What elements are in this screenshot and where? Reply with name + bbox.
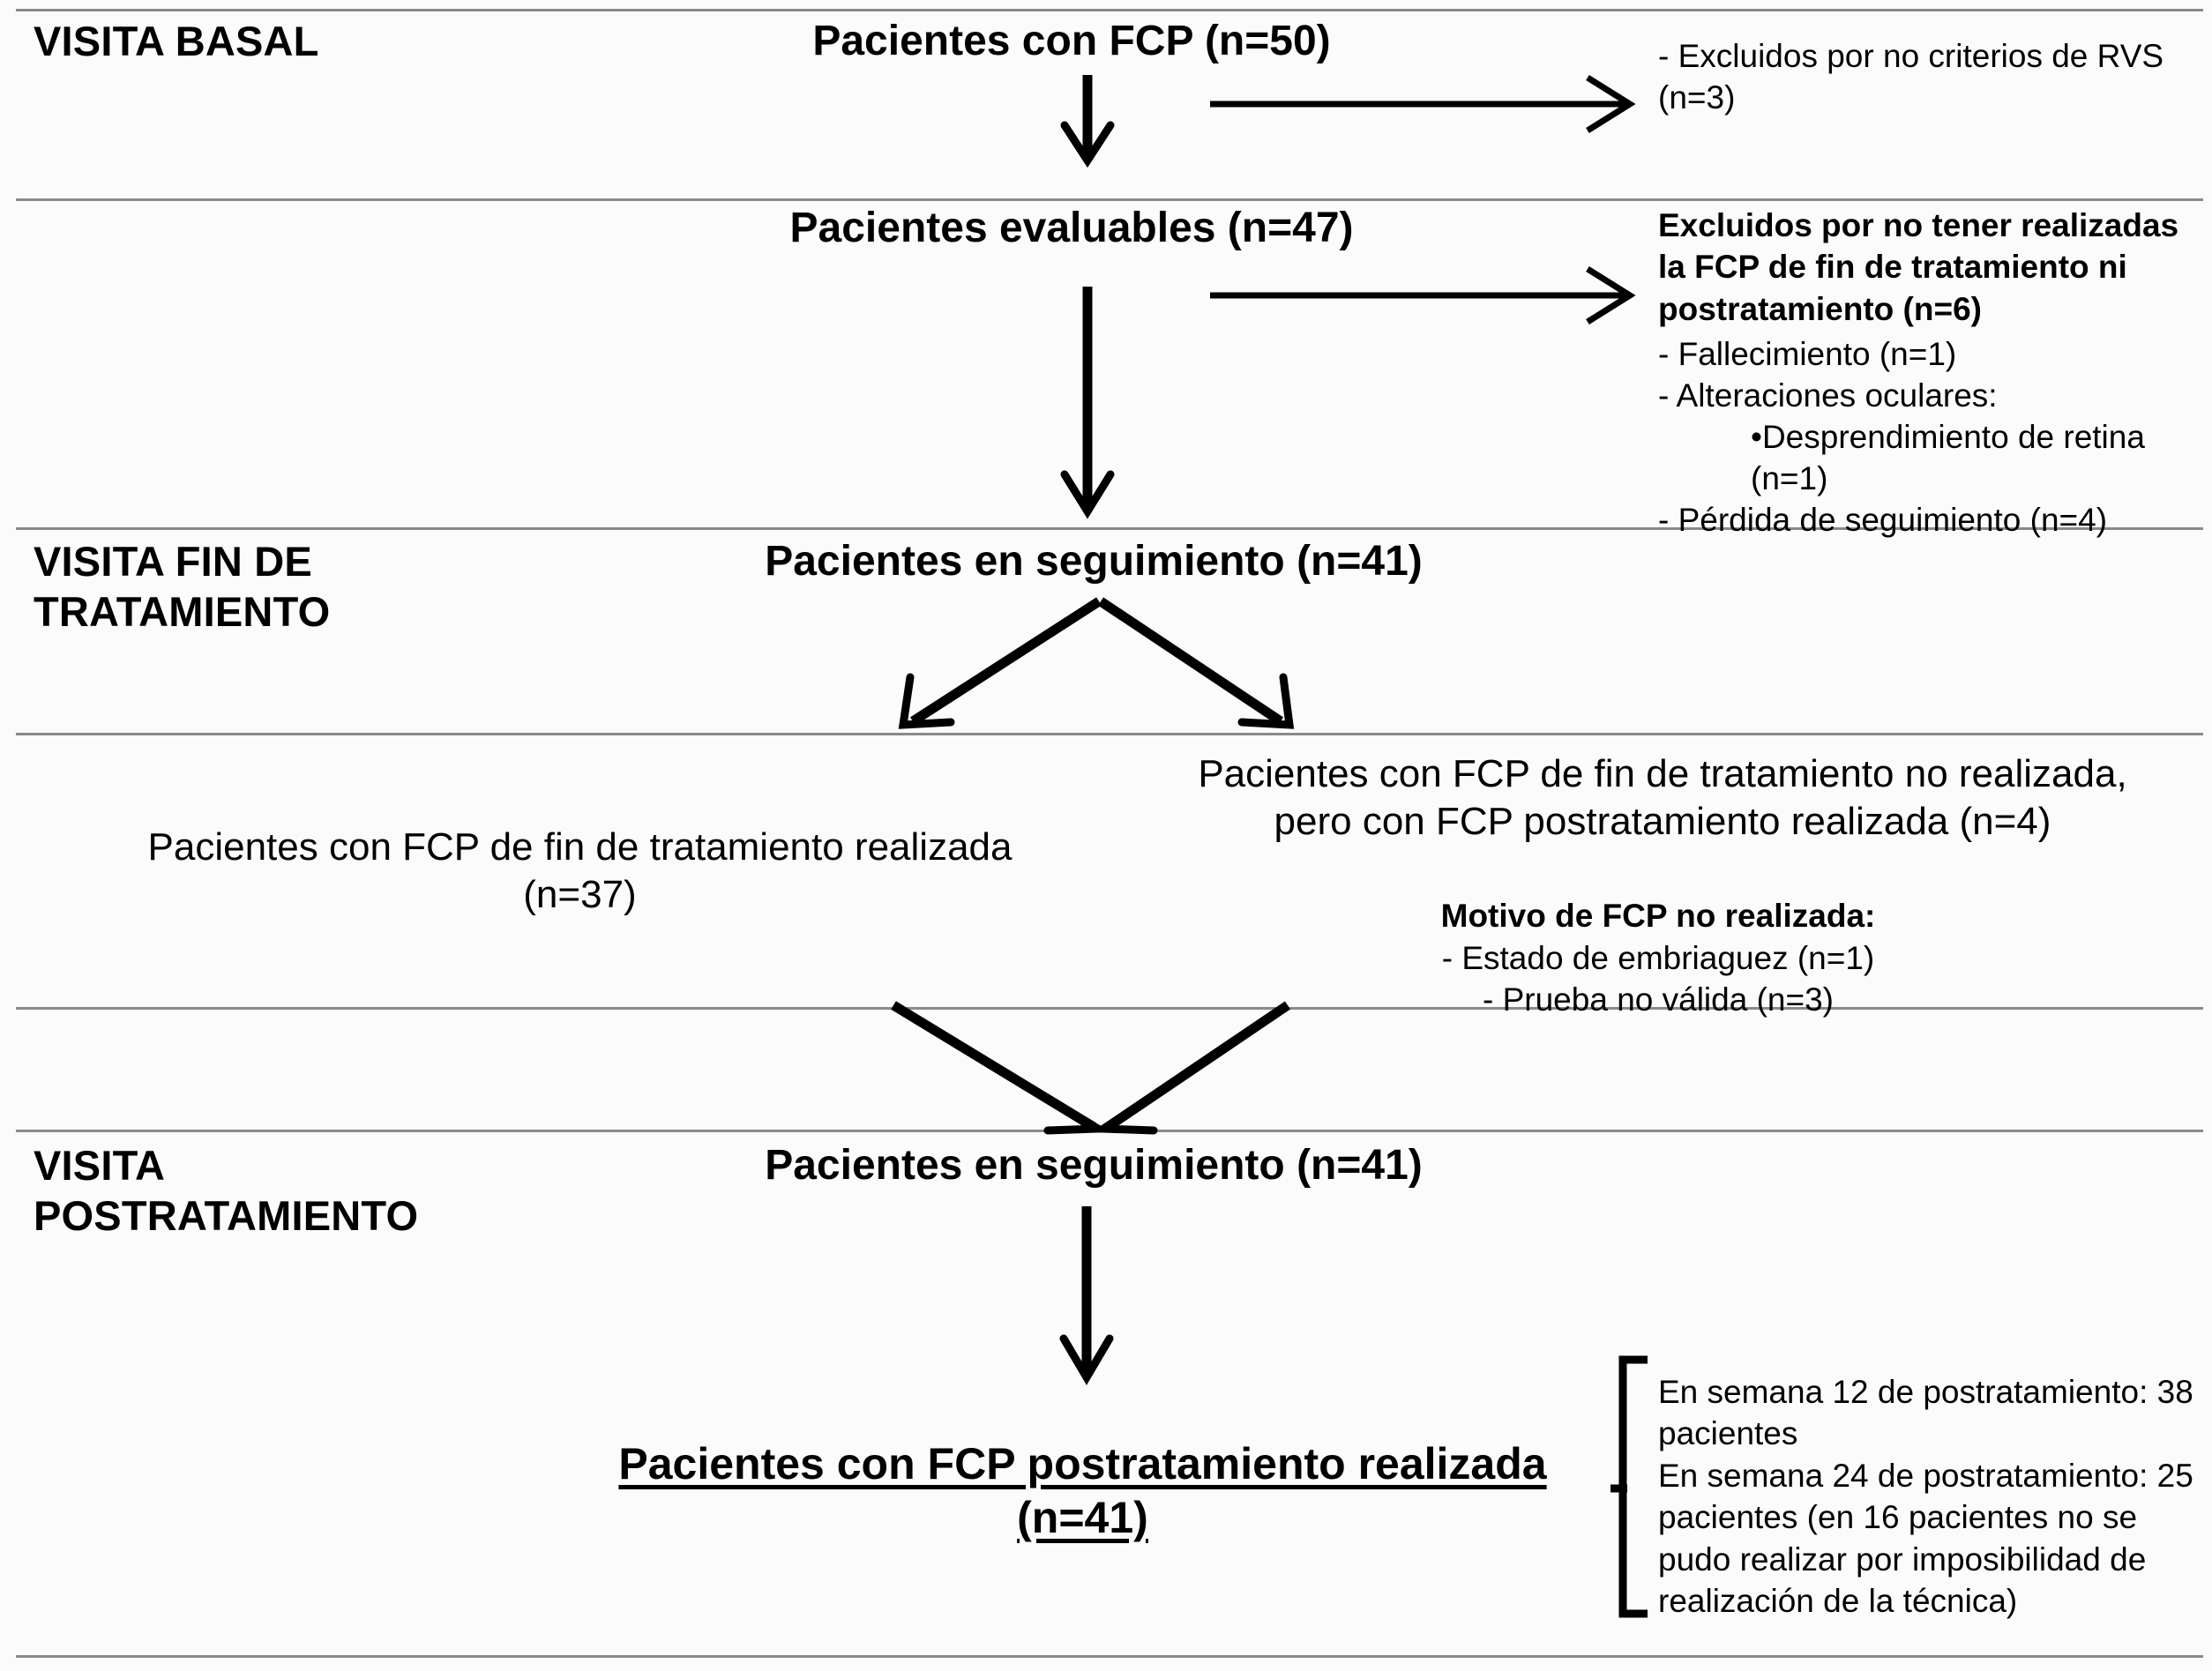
arrow-down-postratamiento <box>1059 1206 1114 1385</box>
note-motivo-item-prueba-no-valida: - Prueba no válida (n=3) <box>1483 981 1834 1018</box>
separator-rule-3 <box>16 733 2203 735</box>
note-exclusion-rvs: - Excluidos por no criterios de RVS (n=3… <box>1658 38 2164 116</box>
node-fcp-fin-tratamiento-no-realizada: Pacientes con FCP de fin de tratamiento … <box>1198 752 2127 843</box>
separator-rule-bottom <box>16 1655 2203 1658</box>
note-exclusion-fcp-bullet-retina: •Desprendimiento de retina (n=1) <box>1751 419 2145 497</box>
node-pacientes-evaluables: Pacientes evaluables (n=47) <box>789 205 1354 251</box>
arrow-down-evaluables <box>1060 287 1115 519</box>
node-pacientes-con-fcp: Pacientes con FCP (n=50) <box>812 18 1331 64</box>
node-pacientes-en-seguimiento-fin-tratamiento: Pacientes en seguimiento (n=41) <box>765 538 1423 585</box>
note-exclusion-fcp-perdida-seguimiento: - Pérdida de seguimiento (n=4) <box>1658 502 2108 538</box>
arrow-split-right <box>1097 597 1295 729</box>
note-exclusion-fcp-items: - Fallecimiento (n=1) - Alteraciones ocu… <box>1658 336 1998 414</box>
note-exclusion-fcp-title: Excluidos por no tener realizadas la FCP… <box>1658 207 2179 327</box>
separator-rule-1 <box>16 198 2203 201</box>
arrow-right-exclusion-rvs <box>1210 75 1636 133</box>
separator-rule-top <box>16 9 2203 11</box>
arrow-right-exclusion-fcp <box>1210 266 1636 325</box>
stage-label-visita-fin-de-tratamiento: VISITA FIN DE TRATAMIENTO <box>34 538 331 636</box>
note-motivo-fcp-no-realizada-title: Motivo de FCP no realizada: <box>1440 898 1876 934</box>
arrow-merge-right <box>1090 1001 1291 1135</box>
node-fcp-fin-tratamiento-realizada: Pacientes con FCP de fin de tratamiento … <box>147 825 1013 916</box>
arrow-merge-left <box>891 1001 1113 1135</box>
arrow-split-left <box>898 597 1102 729</box>
separator-rule-5 <box>16 1130 2203 1132</box>
separator-rule-2 <box>16 527 2203 530</box>
stage-label-visita-basal: VISITA BASAL <box>34 18 319 64</box>
arrow-down-basal <box>1060 75 1115 168</box>
note-motivo-item-embriaguez: - Estado de embriaguez (n=1) <box>1441 940 1875 976</box>
node-pacientes-en-seguimiento-postratamiento: Pacientes en seguimiento (n=41) <box>765 1142 1423 1189</box>
stage-label-visita-postratamiento: VISITA POSTRATAMIENTO <box>34 1142 419 1240</box>
node-fcp-postratamiento-realizada: Pacientes con FCP postratamiento realiza… <box>618 1439 1547 1542</box>
note-semana-12: En semana 12 de postratamiento: 38 pacie… <box>1658 1374 2193 1452</box>
note-semana-24: En semana 24 de postratamiento: 25 pacie… <box>1658 1458 2193 1620</box>
